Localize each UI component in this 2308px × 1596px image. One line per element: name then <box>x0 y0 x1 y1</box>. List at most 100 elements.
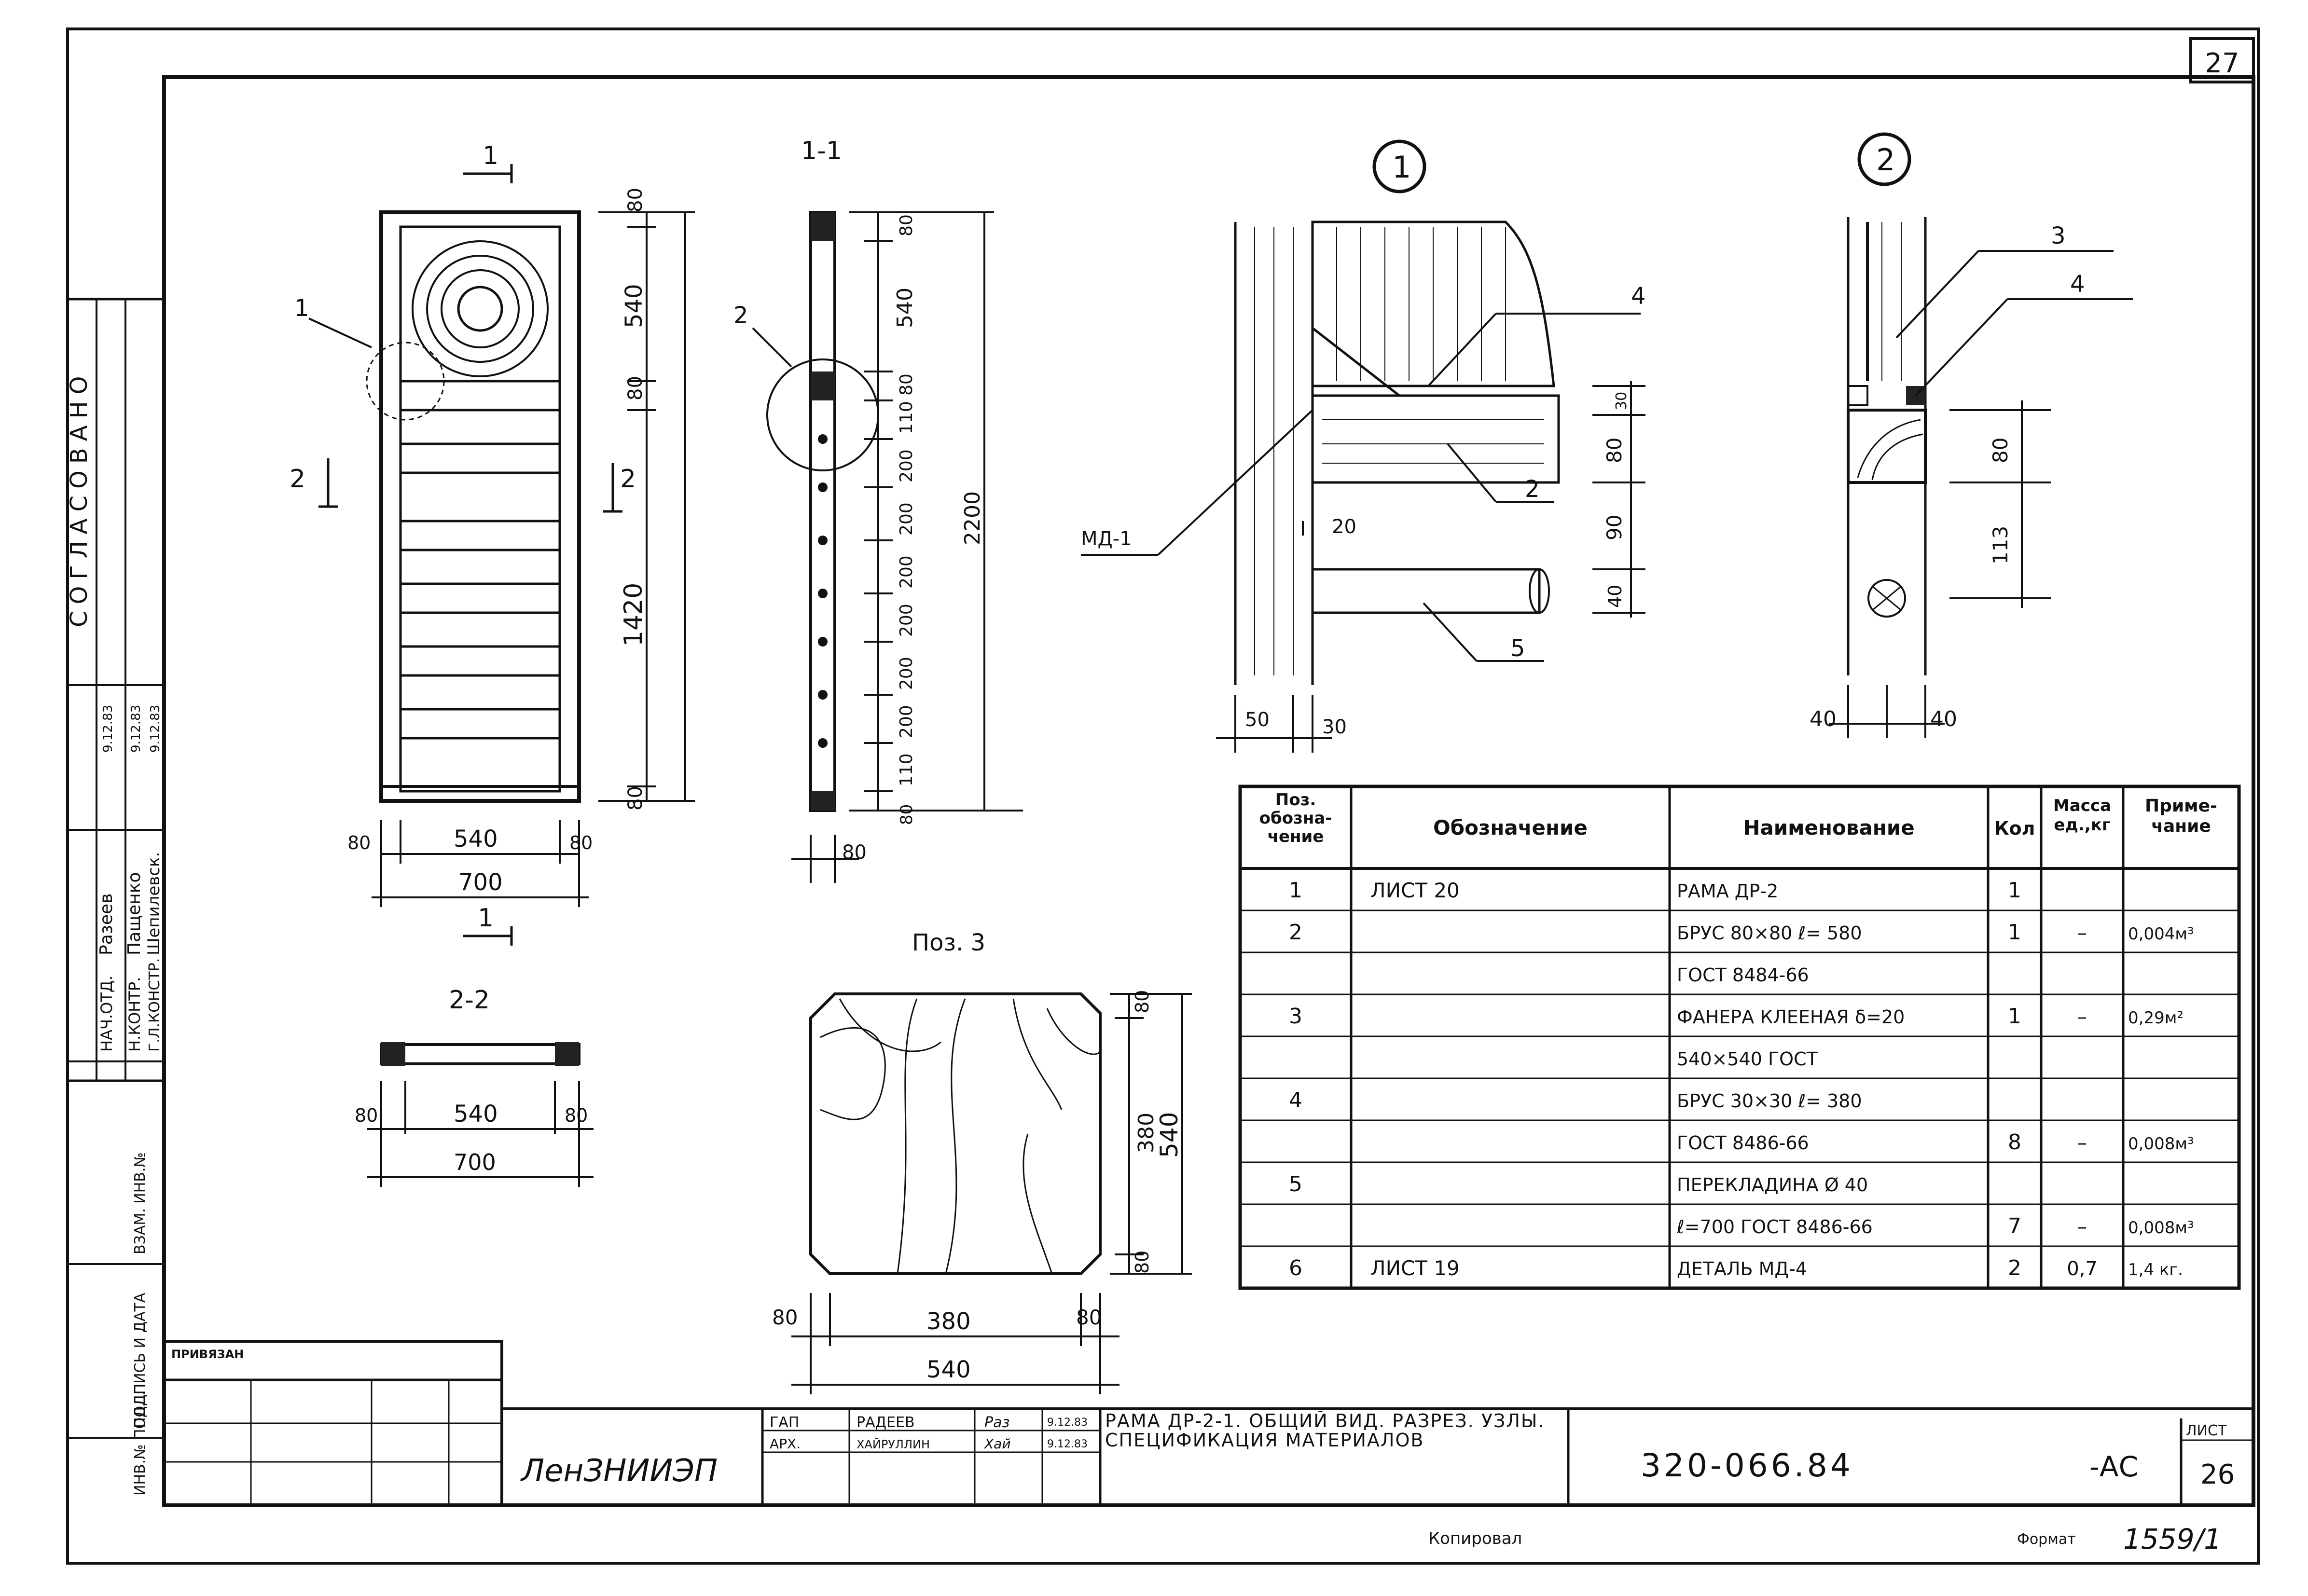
s11-dim-4: 200 <box>897 449 916 482</box>
section-1-1-title: 1-1 <box>801 137 842 165</box>
outer-frame <box>66 28 2260 1565</box>
bound-label: ПРИВЯЗАН <box>171 1348 244 1361</box>
spec-cell-r5-c2: БРУС 30×30 ℓ= 380 <box>1677 1090 1862 1112</box>
section-1-1-callout: 2 <box>733 302 748 329</box>
spec-cell-r1-c2: БРУС 80×80 ℓ= 580 <box>1677 922 1862 944</box>
spec-cell-r7-c0: 5 <box>1289 1172 1302 1197</box>
s11-dim-9: 200 <box>897 705 916 738</box>
pos3-dim-v-overall: 540 <box>1155 1112 1183 1158</box>
node-2-detail: 2 3 4 80 113 40 40 <box>1810 132 2133 738</box>
spec-table: Поз. обозна-чение Обозначение Наименован… <box>1238 784 2241 1290</box>
spec-cell-r8-c4: – <box>2077 1216 2087 1238</box>
spec-cell-r3-c0: 3 <box>1289 1004 1302 1029</box>
node-1-label-2: 2 <box>1525 476 1540 503</box>
org-name: ЛенЗНИИЭП <box>520 1453 718 1489</box>
spec-cell-r6-c3: 8 <box>2008 1130 2021 1155</box>
tb-role-1: ГАП <box>770 1414 799 1431</box>
node-1-dim-20: 20 <box>1332 516 1356 538</box>
spec-cell-r9-c4: 0,7 <box>2067 1258 2098 1280</box>
pos3-dim-h-right: 80 <box>1076 1306 1102 1329</box>
approval-date-1: 9.12.83 <box>101 705 115 753</box>
spec-cell-r6-c2: ГОСТ 8486-66 <box>1677 1132 1809 1154</box>
s11-dim-0: 80 <box>897 214 916 236</box>
node-1-dim-40: 40 <box>1604 585 1626 608</box>
node-1-label-4: 4 <box>1631 283 1646 310</box>
s22-dim-mid: 540 <box>454 1101 498 1128</box>
corner-sheet-number: 27 <box>2205 48 2239 79</box>
node-1-dim-80: 80 <box>1603 438 1626 463</box>
s22-dim-overall: 700 <box>454 1149 496 1175</box>
node-2-dim-40a: 40 <box>1810 707 1837 731</box>
front-dim-overall: 700 <box>458 869 503 896</box>
spec-cell-r6-c5: 0,008м³ <box>2128 1134 2194 1154</box>
s11-dim-8: 200 <box>897 657 916 690</box>
spec-cell-r1-c3: 1 <box>2008 920 2021 945</box>
front-dim-v-4: 1420 <box>619 583 648 647</box>
tb-date-2: 9.12.83 <box>1047 1438 1088 1450</box>
corner-number-box <box>2189 37 2255 83</box>
s11-dim-2: 80 <box>897 373 916 396</box>
front-dim-v-2: 540 <box>621 284 648 328</box>
node-2-dim-80: 80 <box>1989 438 2012 463</box>
spec-cell-r9-c0: 6 <box>1289 1256 1302 1280</box>
front-cut-bottom: 1 <box>478 904 494 933</box>
front-dim-h-right: 80 <box>569 832 593 853</box>
pos3-dim-v-bot: 80 <box>1132 1251 1153 1274</box>
s11-dim-1: 540 <box>893 288 917 328</box>
front-view: 1 1 1 2 2 80 540 80 1420 80 80 540 80 70… <box>290 141 695 946</box>
spec-cell-r3-c2: ФАНЕРА КЛЕЕНАЯ δ=20 <box>1677 1006 1905 1028</box>
spec-cell-r3-c4: – <box>2077 1006 2087 1028</box>
front-dim-h-left: 80 <box>347 832 371 853</box>
node-1-dim-30: 30 <box>1613 392 1630 410</box>
node-2-label-3: 3 <box>2051 222 2066 249</box>
spec-cell-r3-c3: 1 <box>2008 1004 2021 1029</box>
th-name: Наименование <box>1743 816 1914 839</box>
spec-cell-r8-c3: 7 <box>2008 1214 2021 1238</box>
footer-copied: Копировал <box>1428 1529 1522 1548</box>
pos3-dim-h-overall: 540 <box>926 1356 971 1383</box>
s22-dim-right: 80 <box>565 1105 588 1126</box>
node-2-dim-40b: 40 <box>1930 707 1957 731</box>
section-2-2: 2-2 80 540 80 700 <box>355 986 594 1187</box>
spec-cell-r9-c5: 1,4 кг. <box>2128 1260 2183 1280</box>
spec-cell-r9-c2: ДЕТАЛЬ МД-4 <box>1677 1258 1807 1280</box>
approval-name-1: Разеев <box>97 894 116 955</box>
s11-dim-5: 200 <box>897 502 916 536</box>
spec-cell-r5-c0: 4 <box>1289 1088 1302 1113</box>
spec-cell-r1-c4: – <box>2077 922 2087 944</box>
footer-format-label: Формат <box>2017 1531 2076 1548</box>
spec-cell-r2-c2: ГОСТ 8484-66 <box>1677 964 1809 986</box>
s11-dim-6: 200 <box>897 555 916 589</box>
tb-code: 320-066.84 <box>1641 1447 1853 1484</box>
s11-dim-width: 80 <box>842 841 867 864</box>
node-2-label-4: 4 <box>2070 271 2085 298</box>
s22-dim-left: 80 <box>355 1105 378 1126</box>
s11-dim-10: 110 <box>897 753 916 786</box>
front-callout-1: 1 <box>294 295 309 322</box>
spec-cell-r0-c3: 1 <box>2008 878 2021 903</box>
pos3-view: Поз. 3 80 380 80 540 80 380 80 540 <box>772 929 1192 1394</box>
spec-cell-r3-c5: 0,29м² <box>2128 1008 2184 1028</box>
tb-sheet-label: ЛИСТ <box>2186 1422 2227 1439</box>
node-1-dim-50: 50 <box>1245 709 1270 731</box>
node-1-dim-90: 90 <box>1603 515 1626 540</box>
strip-label-signature: ПОДПИСЬ И ДАТА <box>132 1293 149 1428</box>
tb-sign-2: Хай <box>983 1436 1011 1452</box>
front-dim-v-1: 80 <box>624 188 647 212</box>
approval-date-3: 9.12.83 <box>148 705 163 753</box>
approval-name-3: Шепилевск. <box>144 852 164 955</box>
node-1-label-5: 5 <box>1510 635 1525 662</box>
s11-dim-3: 110 <box>897 401 916 434</box>
approval-strip: СОГЛАСОВАНО НАЧ.ОТД. Разеев 9.12.83 Н.КО… <box>66 298 166 1496</box>
th-mass: Масса ед.,кг <box>2053 796 2112 835</box>
spec-cell-r4-c2: 540×540 ГОСТ <box>1677 1048 1818 1070</box>
approval-role-1: НАЧ.ОТД. <box>97 976 116 1052</box>
pos3-dim-v-mid: 380 <box>1134 1113 1159 1153</box>
pos3-dim-h-left: 80 <box>772 1306 798 1329</box>
strip-label-original: ИНВ.№ ПОДЛ. <box>132 1390 149 1496</box>
approval-role-3: Г.Л.КОНСТР. <box>146 958 163 1052</box>
tb-role-2: АРХ. <box>770 1436 801 1452</box>
section-2-2-title: 2-2 <box>449 986 490 1015</box>
